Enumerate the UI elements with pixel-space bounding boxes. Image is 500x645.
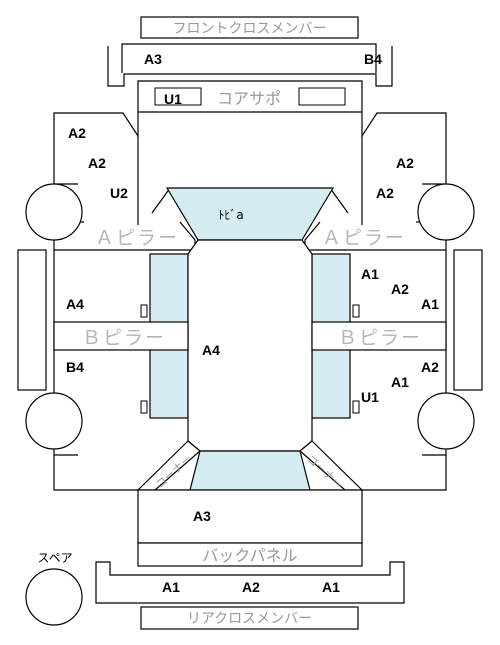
core-support-left-box [154,87,202,106]
label-left-b4: B4 [66,359,84,375]
right-front-wheel [417,183,475,241]
label-left-a4: A4 [66,296,84,312]
left-rear-wheel [25,392,83,450]
label-lf-u2: U2 [110,185,128,201]
right-b-pillar [311,321,447,351]
right-strut-line [329,187,349,214]
label-rf-a2-2: A2 [376,185,394,201]
right-front-door-handle [352,304,360,318]
left-b-pillar-label: Ｂピラー [82,327,166,349]
label-r-a2-1: A2 [391,281,409,297]
label-r-a2-2: A2 [421,359,439,375]
back-panel [137,542,363,567]
left-b-pillar [53,321,189,351]
rear-glass [189,450,311,491]
label-rf-a2-1: A2 [396,155,414,171]
back-panel-label: バックパネル [202,546,297,565]
label-front-b4: B4 [364,51,382,67]
core-support-right-box [298,87,346,106]
right-a-pillar-label: Ａピラー [322,227,406,249]
spare-label: スペア [37,551,72,565]
left-rocker-panel [17,249,47,391]
label-core-u1: U1 [164,91,182,107]
label-front-a3: A3 [144,51,162,67]
label-r-a1-3: A1 [391,374,409,390]
right-b-pillar-label: Ｂピラー [338,327,422,349]
left-strut-line [151,187,171,214]
label-rear-a1-2: A1 [322,579,340,595]
rear-cross-member-label: リアクロスメンバー [187,611,312,627]
core-support-label: コアサポ [217,89,281,108]
front-bracket [107,46,393,87]
label-center-a4: A4 [202,342,220,358]
spare-tire [25,568,83,626]
roof-label: ﾄﾋﾞa [218,208,243,222]
label-r-u1: U1 [361,389,379,405]
trunk-lid [137,489,363,544]
left-rear-door-handle [140,400,148,414]
front-bracket-outer [121,43,377,73]
label-r-a1-1: A1 [361,266,379,282]
label-rear-a3: A3 [193,508,211,524]
right-rocker-panel [453,249,483,391]
label-lf-a2-1: A2 [68,125,86,141]
left-front-wheel [25,183,83,241]
rear-bracket [95,561,405,604]
rear-cross-member-box [140,606,359,630]
label-rear-a2: A2 [242,579,260,595]
front-cross-member-box [140,16,359,39]
right-rear-wheel [417,392,475,450]
left-a-pillar-label: Ａピラー [95,227,179,249]
right-rear-door-handle [352,400,360,414]
left-front-door-handle [140,304,148,318]
label-lf-a2-2: A2 [88,155,106,171]
label-rear-a1-1: A1 [162,579,180,595]
front-cross-member-label: フロントクロスメンバー [173,21,327,37]
label-r-a1-2: A1 [421,296,439,312]
